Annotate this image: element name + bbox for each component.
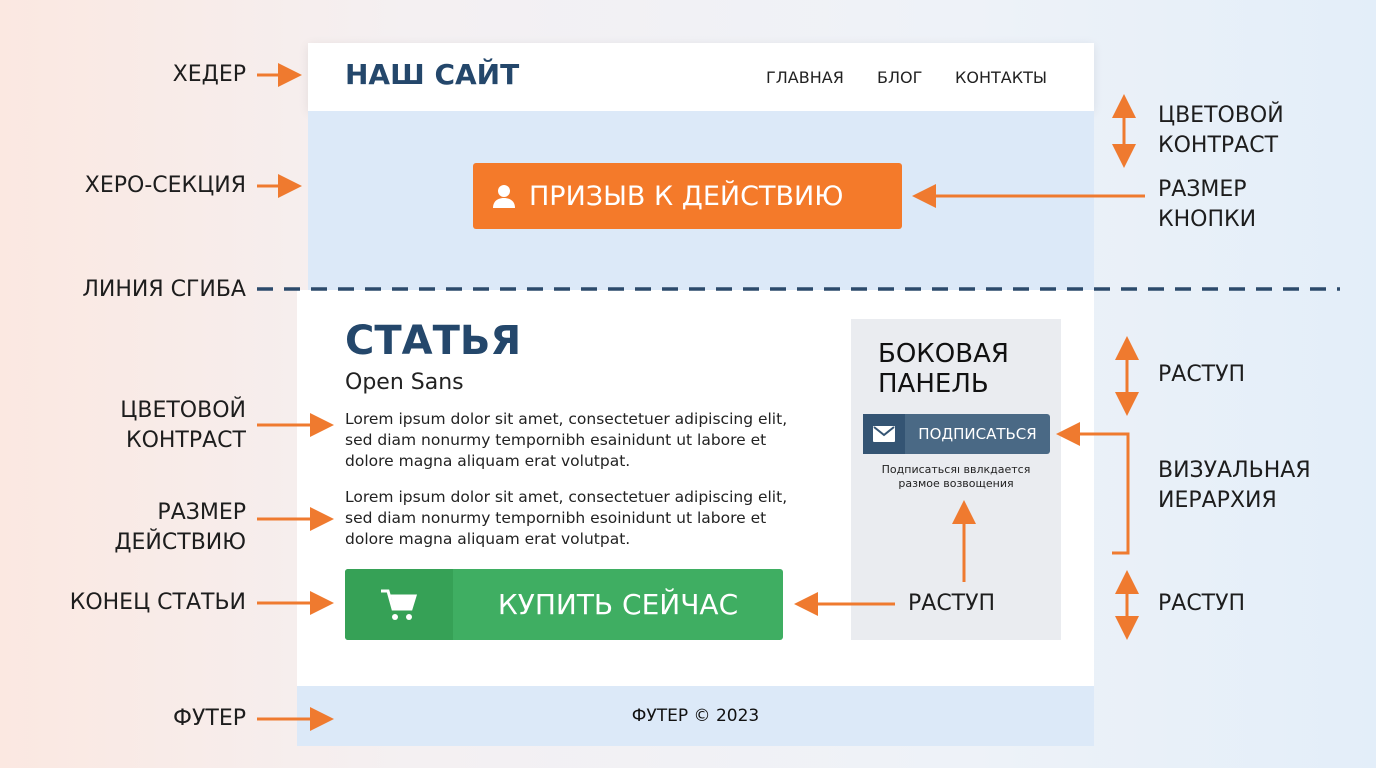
label-contrast-1: ЦВЕТОВОЙ bbox=[120, 398, 246, 423]
note-line: Подписатьсяı ввлкдается bbox=[881, 463, 1031, 476]
user-icon bbox=[493, 185, 515, 208]
label-spacing-bottom: РАСТУП bbox=[1158, 591, 1246, 616]
label-spacing-top: РАСТУП bbox=[1158, 362, 1246, 387]
article-paragraph: Lorem ipsum dolor sit amet, consectetuer… bbox=[345, 410, 788, 470]
label-contrast-right-1: ЦВЕТОВОЙ bbox=[1158, 103, 1284, 128]
label-button-size-2: КНОПКИ bbox=[1158, 207, 1257, 232]
label-header: ХЕДЕР bbox=[172, 62, 246, 87]
cta-button[interactable]: ПРИЗЫВ К ДЕЙСТВИЮ bbox=[473, 163, 902, 229]
envelope-icon bbox=[873, 426, 895, 442]
cart-icon bbox=[381, 589, 418, 620]
article-subtitle: Open Sans bbox=[345, 370, 464, 395]
label-footer: ФУТЕР bbox=[173, 706, 246, 731]
label-contrast-2: КОНТРАСТ bbox=[125, 428, 246, 453]
label-center-spacing: РАСТУП bbox=[908, 591, 996, 616]
label-hierarchy-1: ВИЗУАЛЬНАЯ bbox=[1158, 458, 1311, 483]
article-paragraph: Lorem ipsum dolor sit amet, consectetuer… bbox=[345, 488, 788, 548]
label-size-1: РАЗМЕР bbox=[157, 500, 246, 525]
cta-label: ПРИЗЫВ К ДЕЙСТВИЮ bbox=[529, 180, 844, 212]
buy-now-button[interactable]: КУПИТЬ СЕЙЧАС bbox=[345, 569, 783, 640]
sidebar-title-line: ПАНЕЛЬ bbox=[878, 369, 989, 399]
label-size-2: ДЕЙСТВИЮ bbox=[114, 530, 246, 555]
label-hierarchy-2: ИЕРАРХИЯ bbox=[1158, 488, 1277, 513]
label-end: КОНЕЦ СТАТЬИ bbox=[69, 590, 246, 615]
label-contrast-right-2: КОНТРАСТ bbox=[1158, 133, 1279, 158]
subscribe-label: ПОДПИСАТЬСЯ bbox=[918, 425, 1037, 443]
site-header bbox=[308, 43, 1094, 111]
label-button-size-1: РАЗМЕР bbox=[1158, 177, 1247, 202]
footer-text: ФУТЕР © 2023 bbox=[631, 706, 760, 726]
sidebar-title-line: БОКОВАЯ bbox=[878, 339, 1009, 369]
note-line: размое возвощения bbox=[898, 477, 1014, 490]
nav-contacts[interactable]: КОНТАКТЫ bbox=[955, 68, 1047, 87]
nav-home[interactable]: ГЛАВНАЯ bbox=[766, 68, 844, 87]
nav-blog[interactable]: БЛОГ bbox=[877, 68, 923, 87]
subscribe-button[interactable]: ПОДПИСАТЬСЯ bbox=[863, 414, 1050, 454]
article-title: СТАТЬЯ bbox=[345, 318, 522, 364]
bracket-hierarchy bbox=[1112, 432, 1130, 555]
buy-now-label: КУПИТЬ СЕЙЧАС bbox=[497, 588, 739, 621]
site-footer: ФУТЕР © 2023 bbox=[297, 686, 1094, 746]
label-fold: ЛИНИЯ СГИБА bbox=[82, 277, 246, 302]
site-logo[interactable]: НАШ САЙТ bbox=[345, 58, 520, 91]
label-hero: ХЕРО-СЕКЦИЯ bbox=[84, 173, 246, 198]
